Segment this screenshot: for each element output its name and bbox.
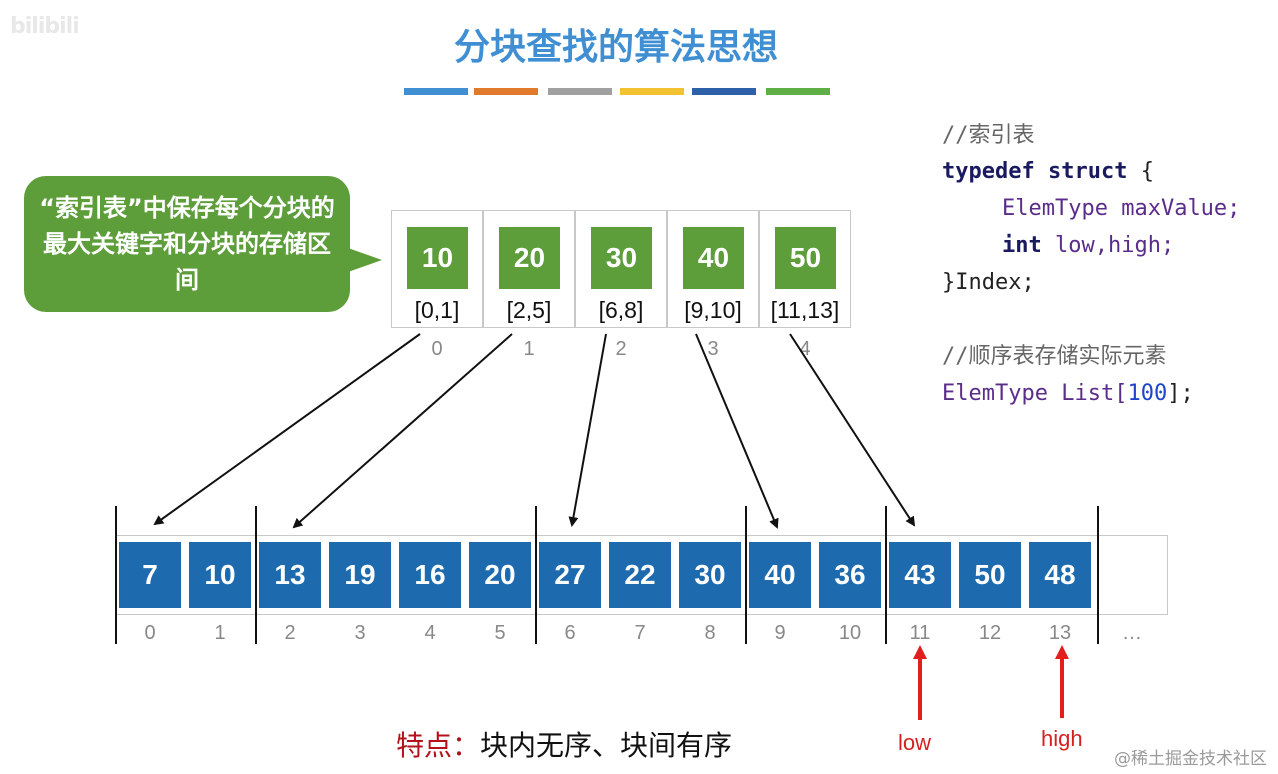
index-max-value: 20 [499,227,560,289]
index-subscript: 2 [615,338,627,360]
index-subscript: 3 [707,338,719,360]
deco-bar-3 [548,88,612,95]
list-index: 12 [978,622,1002,644]
code-keyword: typedef [942,159,1035,184]
list-index: 8 [704,622,716,644]
list-cell: 27 [539,542,601,608]
block-divider [535,506,537,644]
code-text: }Index; [942,270,1035,295]
list-ellipsis: … [1122,622,1142,644]
callout-bubble: “索引表”中保存每个分块的最大关键字和分块的存储区间 [24,176,350,312]
index-max-value: 50 [775,227,836,289]
high-pointer-label: high [1041,726,1083,751]
block-divider [885,506,887,644]
list-cell: 36 [819,542,881,608]
list-index: 5 [494,622,506,644]
index-subscript: 1 [523,338,535,360]
list-cell: 7 [119,542,181,608]
index-range: [2,5] [506,297,552,323]
code-close-line: }Index; [942,265,1035,301]
block-pointer-arrow-2 [568,333,607,527]
deco-bar-1 [404,88,468,95]
block-pointer-arrow-0 [153,333,421,526]
list-index: 11 [909,622,931,644]
code-text: maxValue; [1107,196,1241,221]
list-index: 7 [634,622,646,644]
code-field-line-1: ElemType maxValue; [1002,191,1240,227]
feature-text: 块内无序、块间有序 [480,729,733,762]
list-index: 3 [354,622,366,644]
index-max-value: 40 [683,227,744,289]
code-number: 100 [1127,381,1168,406]
feature-line: 特点：块内无序、块间有序 [396,724,732,764]
index-range: [11,13] [770,297,840,323]
list-cell: 22 [609,542,671,608]
code-text: low,high; [1041,233,1175,258]
index-range: [6,8] [598,297,644,323]
list-cell: 10 [189,542,251,608]
list-index: 1 [214,622,226,644]
index-subscript: 4 [799,338,811,360]
index-entry-2: 30 [6,8] [575,210,667,328]
bilibili-logo: bilibili [10,14,80,39]
list-cell: 50 [959,542,1021,608]
callout-text: “索引表”中保存每个分块的最大关键字和分块的存储区间 [39,194,335,294]
code-typedef-line: typedef struct { [942,154,1154,190]
code-keyword: struct [1047,159,1128,184]
list-cell: 43 [889,542,951,608]
code-field-line-2: int low,high; [1002,228,1174,264]
feature-label: 特点： [396,729,481,762]
deco-bar-6 [766,88,830,95]
code-text: ]; [1167,381,1194,406]
list-index: 6 [564,622,576,644]
low-pointer-label: low [898,730,932,755]
list-index: 0 [144,622,156,644]
block-divider [115,506,117,644]
list-index: 2 [284,622,296,644]
list-index: 13 [1048,622,1072,644]
code-comment: //索引表 [942,123,1035,148]
index-range: [0,1] [414,297,460,323]
list-cell: 30 [679,542,741,608]
code-comment-list: //顺序表存储实际元素 [942,339,1167,375]
block-divider [255,506,257,644]
block-pointer-arrow-4 [789,333,916,527]
list-cell: 20 [469,542,531,608]
code-text: { [1127,159,1154,184]
list-index: 10 [838,622,862,644]
code-keyword: int [1002,233,1042,258]
code-type: ElemType [1002,196,1108,221]
index-entry-4: 50 [11,13] [759,210,851,328]
index-max-value: 10 [407,227,468,289]
index-entry-3: 40 [9,10] [667,210,759,328]
deco-bar-5 [692,88,756,95]
index-range: [9,10] [684,297,742,323]
index-entry-1: 20 [2,5] [483,210,575,328]
list-cell: 40 [749,542,811,608]
list-cell: 16 [399,542,461,608]
callout-tail [348,248,382,272]
index-max-value: 30 [591,227,652,289]
block-pointer-arrow-1 [292,333,513,529]
block-divider [745,506,747,644]
block-pointer-arrow-3 [695,333,779,529]
deco-bar-2 [474,88,538,95]
list-index: 4 [424,622,436,644]
index-subscript: 0 [431,338,443,360]
watermark: @稀土掘金技术社区 [1114,749,1267,769]
list-index: 9 [774,622,786,644]
code-comment-index: //索引表 [942,118,1035,154]
list-cell: 13 [259,542,321,608]
block-divider [1097,506,1099,644]
slide-title: 分块查找的算法思想 [453,27,778,68]
deco-bar-4 [620,88,684,95]
code-text: List[ [1047,381,1128,406]
index-entry-0: 10 [0,1] [391,210,483,328]
list-cell: 19 [329,542,391,608]
list-cell: 48 [1029,542,1091,608]
code-list-line: ElemType List[100]; [942,376,1194,412]
code-comment: //顺序表存储实际元素 [942,344,1167,369]
code-type: ElemType [942,381,1048,406]
